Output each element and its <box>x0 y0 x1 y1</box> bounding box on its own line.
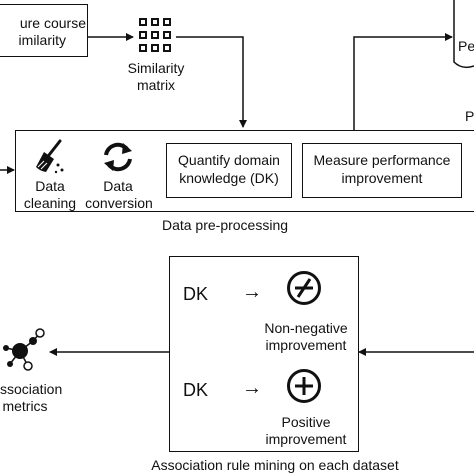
rule-mining-box <box>169 256 359 452</box>
measure-perf-line1: Measure performance <box>313 152 451 168</box>
row2-dk: DK <box>183 380 209 400</box>
top-right-box-text: Pe <box>458 38 474 54</box>
similarity-matrix-line2: matrix <box>136 77 176 93</box>
association-metrics-line2: metrics <box>2 398 48 414</box>
similarity-matrix-line1: Similarity <box>127 60 185 76</box>
measure-course-similarity-line1: ure course <box>19 15 86 31</box>
measure-course-similarity-box <box>0 4 88 57</box>
row2-label1: Positive <box>281 414 331 430</box>
measure-perf-line2: improvement <box>341 170 423 186</box>
preprocessing-caption: Data pre-processing <box>161 217 289 233</box>
quantify-line2: knowledge (DK) <box>179 170 279 186</box>
broom-icon <box>36 139 64 174</box>
row1-arrow: → <box>242 281 262 303</box>
row1-dk: DK <box>183 284 209 304</box>
plus-circle-icon <box>287 369 321 403</box>
arrow-preprocessing-to-top-right <box>353 33 453 130</box>
measure-performance-box <box>302 143 462 198</box>
data-conversion-line2: conversion <box>85 195 153 211</box>
network-icon <box>3 328 45 371</box>
data-cleaning-line1: Data <box>35 178 65 194</box>
refresh-icon <box>104 142 132 172</box>
quantify-domain-knowledge-box <box>166 143 292 198</box>
quantify-line1: Quantify domain <box>178 152 280 168</box>
non-negative-icon <box>287 271 321 305</box>
top-right-document-shape <box>453 0 474 69</box>
data-cleaning-line2: cleaning <box>23 195 77 211</box>
grid-icon <box>139 18 171 52</box>
row2-arrow: → <box>242 377 262 399</box>
association-metrics-line1: ssociation <box>0 381 63 397</box>
row1-label2: improvement <box>265 337 347 353</box>
top-right-box-label: P <box>465 108 474 124</box>
measure-course-similarity-line2: imilarity <box>18 32 66 48</box>
data-conversion-line1: Data <box>103 178 133 194</box>
row2-label2: improvement <box>265 431 347 447</box>
rule-mining-caption: Association rule mining on each dataset <box>151 457 399 473</box>
row1-label1: Non-negative <box>264 320 348 336</box>
arrow-matrix-to-preprocessing <box>176 36 247 128</box>
